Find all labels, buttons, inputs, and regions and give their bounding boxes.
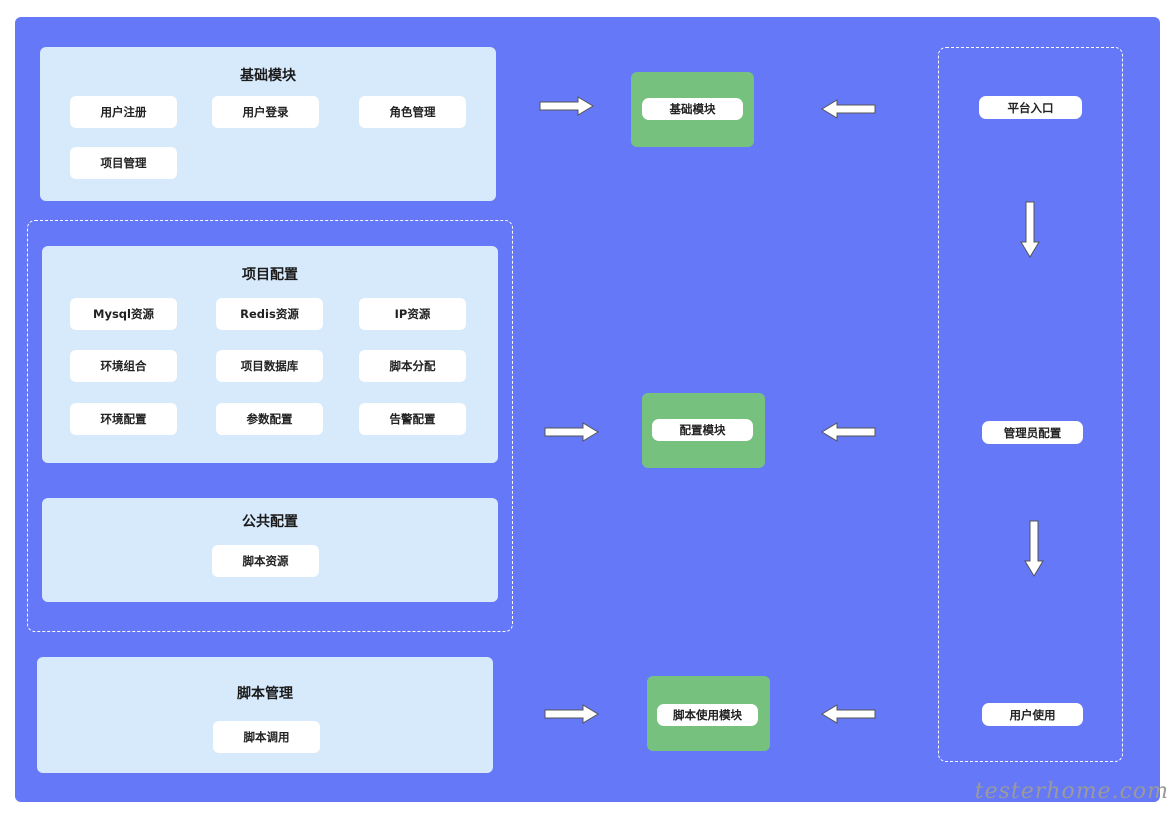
alert-config-chip: 告警配置	[359, 403, 466, 435]
ip-resource-chip: IP资源	[359, 298, 466, 330]
project-config-panel: 项目配置 Mysql资源 Redis资源 IP资源 环境组合 项目数据库 脚本分…	[42, 246, 498, 463]
env-combination-chip: 环境组合	[70, 350, 177, 382]
left-arrow-icon	[821, 704, 876, 724]
script-use-module-box: 脚本使用模块	[647, 676, 770, 751]
script-use-module-label: 脚本使用模块	[657, 704, 758, 726]
script-management-panel: 脚本管理 脚本调用	[37, 657, 493, 773]
script-allocation-chip: 脚本分配	[359, 350, 466, 382]
basic-module-panel: 基础模块 用户注册 用户登录 角色管理 项目管理	[40, 47, 496, 201]
watermark: testerhome.com	[974, 779, 1169, 804]
down-arrow-icon	[1024, 520, 1044, 577]
basic-module-label: 基础模块	[642, 98, 743, 120]
config-module-label: 配置模块	[652, 419, 753, 441]
project-config-title: 项目配置	[242, 267, 298, 283]
platform-entry-chip: 平台入口	[979, 96, 1082, 119]
left-arrow-icon	[821, 422, 876, 442]
basic-module-title: 基础模块	[240, 68, 296, 84]
project-database-chip: 项目数据库	[216, 350, 323, 382]
right-arrow-icon	[544, 704, 599, 724]
script-management-title: 脚本管理	[237, 686, 293, 702]
admin-config-chip: 管理员配置	[982, 421, 1083, 444]
user-use-chip: 用户使用	[982, 703, 1083, 726]
user-login-chip: 用户登录	[212, 96, 319, 128]
right-arrow-icon	[544, 422, 599, 442]
config-group-boundary	[27, 220, 513, 632]
script-call-chip: 脚本调用	[213, 721, 320, 753]
public-config-title: 公共配置	[242, 514, 298, 530]
env-config-chip: 环境配置	[70, 403, 177, 435]
mysql-resource-chip: Mysql资源	[70, 298, 177, 330]
redis-resource-chip: Redis资源	[216, 298, 323, 330]
right-arrow-icon	[539, 96, 594, 116]
role-management-chip: 角色管理	[359, 96, 466, 128]
project-management-chip: 项目管理	[70, 147, 177, 179]
user-register-chip: 用户注册	[70, 96, 177, 128]
config-module-box: 配置模块	[642, 393, 765, 468]
param-config-chip: 参数配置	[216, 403, 323, 435]
public-config-panel: 公共配置 脚本资源	[42, 498, 498, 602]
down-arrow-icon	[1020, 201, 1040, 258]
script-resource-chip: 脚本资源	[212, 545, 319, 577]
basic-module-box: 基础模块	[631, 72, 754, 147]
platform-flow-boundary	[938, 47, 1123, 762]
left-arrow-icon	[821, 99, 876, 119]
